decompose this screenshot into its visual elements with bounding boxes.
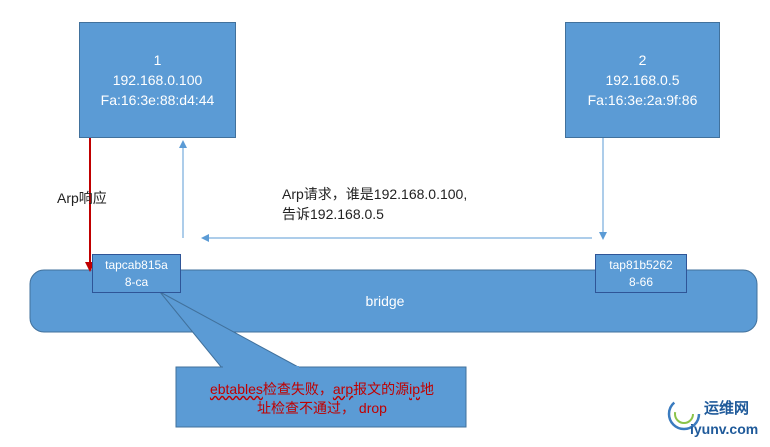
callout-line1: ebtables检查失败，arp报文的源ip地: [184, 380, 460, 399]
callout-text: ebtables检查失败，arp报文的源ip地 址检查不通过， drop: [184, 380, 460, 418]
tap1-name-line2: 8-ca: [124, 274, 149, 289]
vm1-ip: 192.168.0.100: [112, 72, 203, 88]
arp-request-line1: Arp请求，谁是192.168.0.100,: [282, 186, 468, 202]
vm2-node: 2 192.168.0.5 Fa:16:3e:2a:9f:86: [565, 22, 720, 138]
arp-response-label: Arp响应: [57, 190, 107, 206]
tap2-name-line2: 8-66: [628, 274, 654, 289]
watermark-logo-icon: [667, 397, 701, 431]
vm1-mac: Fa:16:3e:88:d4:44: [100, 92, 215, 108]
callout-text-c: 地: [420, 381, 435, 397]
arp-request-line2: 告诉192.168.0.5: [282, 206, 384, 222]
watermark-url: iyunv.com: [690, 421, 759, 437]
arp-request-note: Arp请求，谁是192.168.0.100, 告诉192.168.0.5: [282, 184, 467, 224]
vm2-index: 2: [638, 52, 647, 68]
vm2-mac: Fa:16:3e:2a:9f:86: [587, 92, 698, 108]
watermark-brand: 运维网: [704, 400, 750, 417]
vm2-ip: 192.168.0.5: [605, 72, 680, 88]
callout-text-a: 检查失败，: [262, 381, 333, 397]
callout-box: [175, 366, 467, 428]
bridge-label: bridge: [365, 293, 405, 309]
callout-ebtables: ebtables: [209, 381, 263, 397]
callout-text-b: 报文的源: [353, 381, 410, 397]
bridge-shape: [29, 269, 758, 333]
callout-ip: ip: [409, 381, 421, 397]
vm1-node: 1 192.168.0.100 Fa:16:3e:88:d4:44: [79, 22, 236, 138]
tap1-interface: tapcab815a 8-ca: [92, 254, 181, 293]
callout-arp: arp: [332, 381, 354, 397]
callout-line2: 址检查不通过， drop: [257, 400, 387, 416]
tap2-name-line1: tap81b5262: [609, 257, 673, 272]
vm1-index: 1: [153, 52, 162, 68]
tap2-interface: tap81b5262 8-66: [595, 254, 687, 293]
tap1-name-line1: tapcab815a: [105, 257, 168, 272]
